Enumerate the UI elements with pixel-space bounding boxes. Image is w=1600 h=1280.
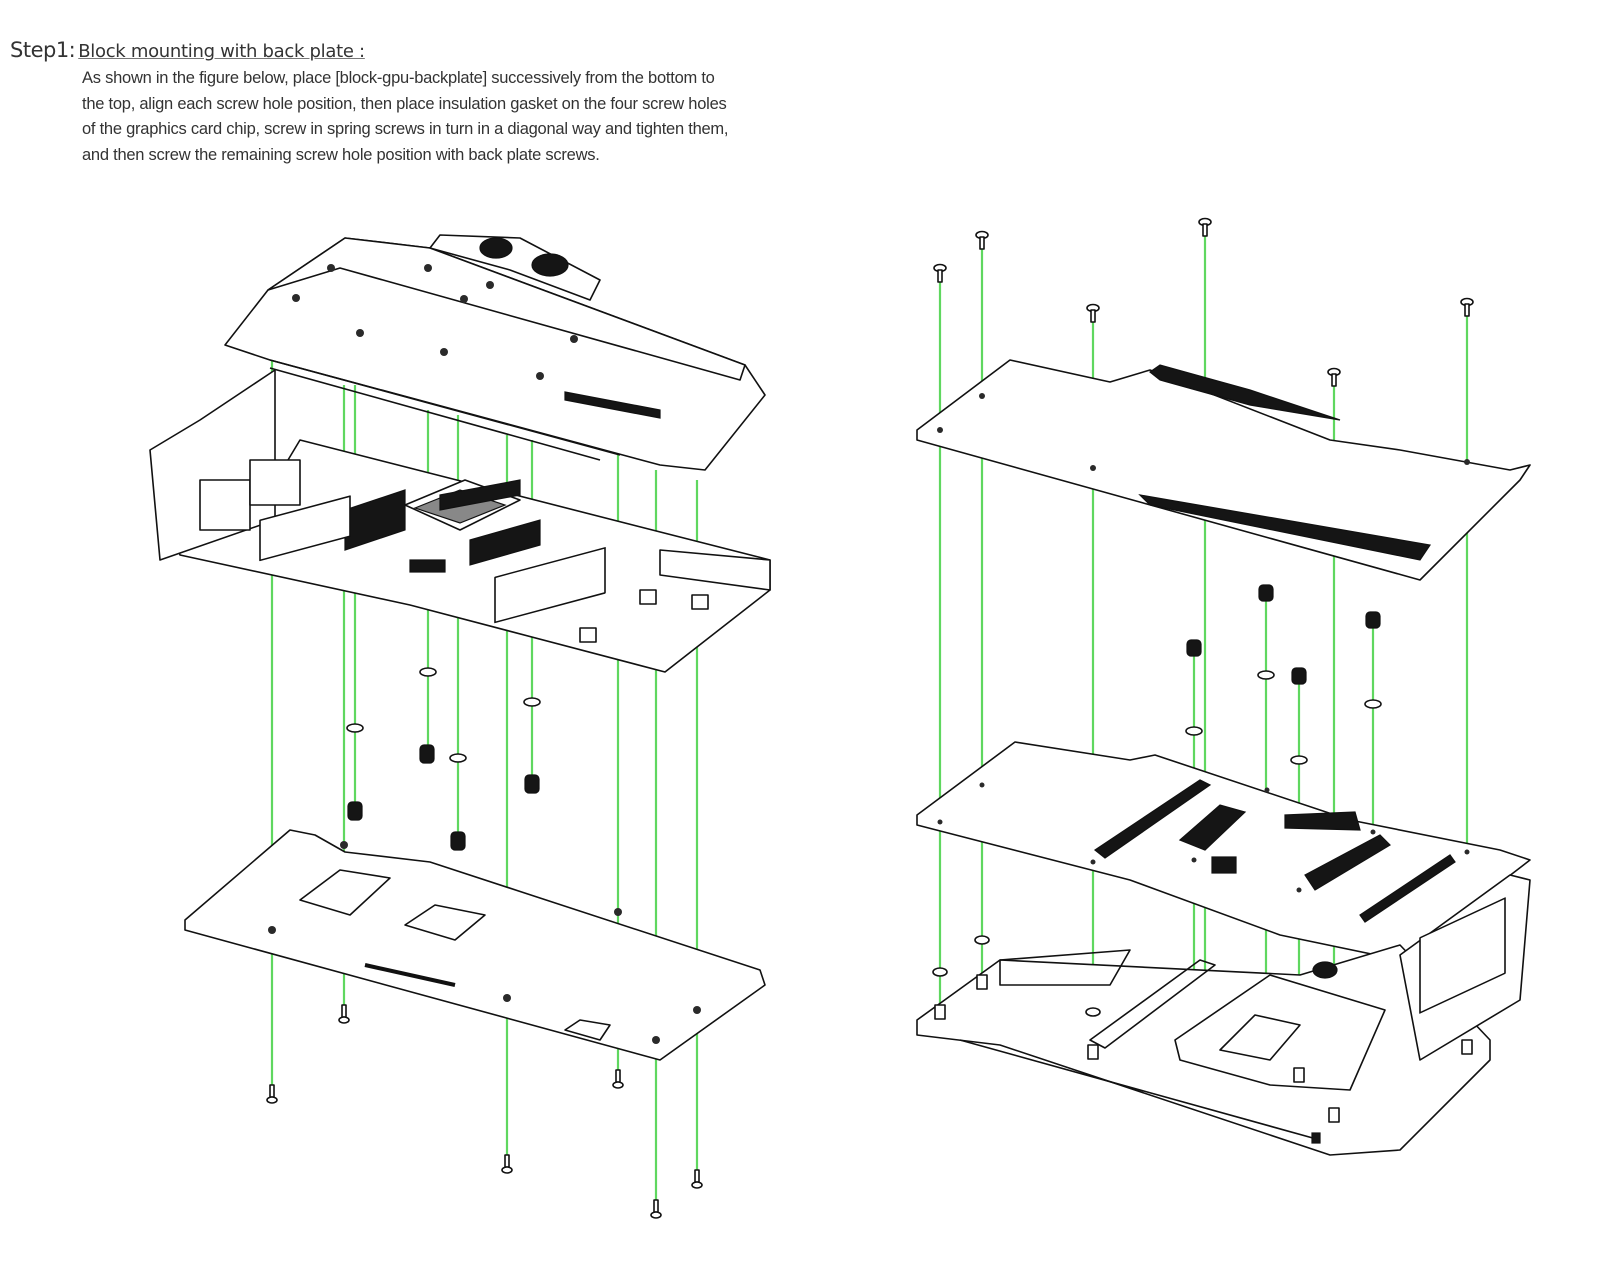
graphics-card-pcb [916, 741, 1531, 961]
instruction-line: of the graphics card chip, screw in spri… [82, 120, 729, 138]
instruction-line: As shown in the figure below, place [blo… [82, 69, 715, 87]
step-instructions: As shown in the figure below, place [blo… [82, 66, 882, 168]
step-title: Block mounting with back plate : [78, 41, 365, 62]
vrm-components [259, 495, 606, 624]
graphics-card-pcb [149, 369, 771, 673]
back-plate [916, 359, 1531, 581]
back-plate [184, 829, 766, 1061]
step-label: Step1: [10, 38, 76, 62]
spring-screws [1186, 584, 1381, 685]
left-exploded-view-figure [149, 234, 771, 1219]
instruction-line: the top, align each screw hole position,… [82, 94, 727, 113]
insulation-gaskets [346, 667, 541, 763]
back-plate-screws [933, 217, 1474, 387]
water-block [916, 874, 1531, 1156]
back-plate-screws [266, 1004, 703, 1219]
step-header: Step1: Block mounting with back plate : [10, 38, 365, 62]
insulation-gaskets [1185, 670, 1382, 765]
instruction-line: and then screw the remaining screw hole … [82, 145, 600, 164]
spring-screws [347, 744, 540, 851]
io-bracket [1399, 874, 1531, 1061]
water-block [224, 234, 766, 471]
